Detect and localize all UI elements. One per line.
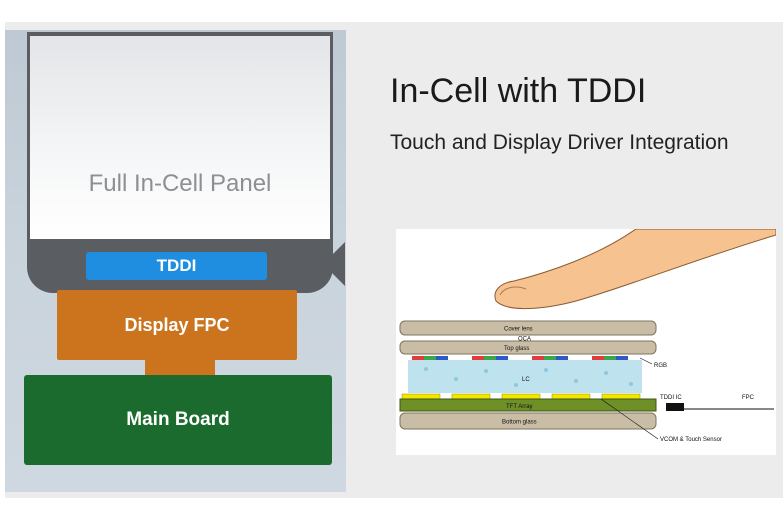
slide-subtitle: Touch and Display Driver Integration (390, 131, 729, 154)
vcom-leader (600, 398, 659, 440)
rgb-filter (412, 356, 628, 360)
tddi-ic (666, 403, 684, 411)
lc-layer (408, 360, 642, 393)
display-fpc: Display FPC (57, 290, 297, 360)
full-in-cell-panel: Full In-Cell Panel (30, 36, 330, 239)
tddi-chip: TDDI (86, 252, 267, 280)
lc-label: LC (522, 377, 530, 383)
bottom-glass-layer (399, 412, 657, 430)
stack-svg: Cover lens OCA Top glass RGB (399, 229, 776, 443)
device-pointer (323, 242, 345, 286)
fingernail (499, 286, 527, 296)
tddi-chip-label: TDDI (156, 256, 197, 275)
main-board-label: Main Board (126, 409, 230, 430)
top-glass-layer (399, 340, 657, 355)
bottom-glass-label: Bottom glass (502, 420, 537, 426)
tft-array-layer (399, 398, 657, 412)
cover-lens-layer (399, 320, 657, 336)
fpc-label: FPC (742, 395, 755, 401)
panel-stack-diagram: Cover lens OCA Top glass RGB (396, 229, 776, 455)
cover-lens-label: Cover lens (504, 327, 533, 333)
slide-title: In-Cell with TDDI (390, 72, 647, 110)
finger-illustration (494, 229, 776, 309)
lc-particles (424, 367, 633, 387)
display-fpc-label: Display FPC (124, 314, 230, 335)
tft-array-label: TFT Array (506, 404, 533, 410)
main-board: Main Board (24, 375, 332, 465)
tddi-ic-label: TDDI IC (660, 395, 682, 401)
rgb-label: RGB (654, 363, 667, 369)
panel-label: Full In-Cell Panel (88, 170, 272, 197)
oca-label: OCA (518, 337, 531, 343)
top-glass-label: Top glass (504, 346, 529, 352)
vcom-label: VCOM & Touch Sensor (660, 437, 722, 443)
vcom-electrodes (401, 393, 641, 400)
